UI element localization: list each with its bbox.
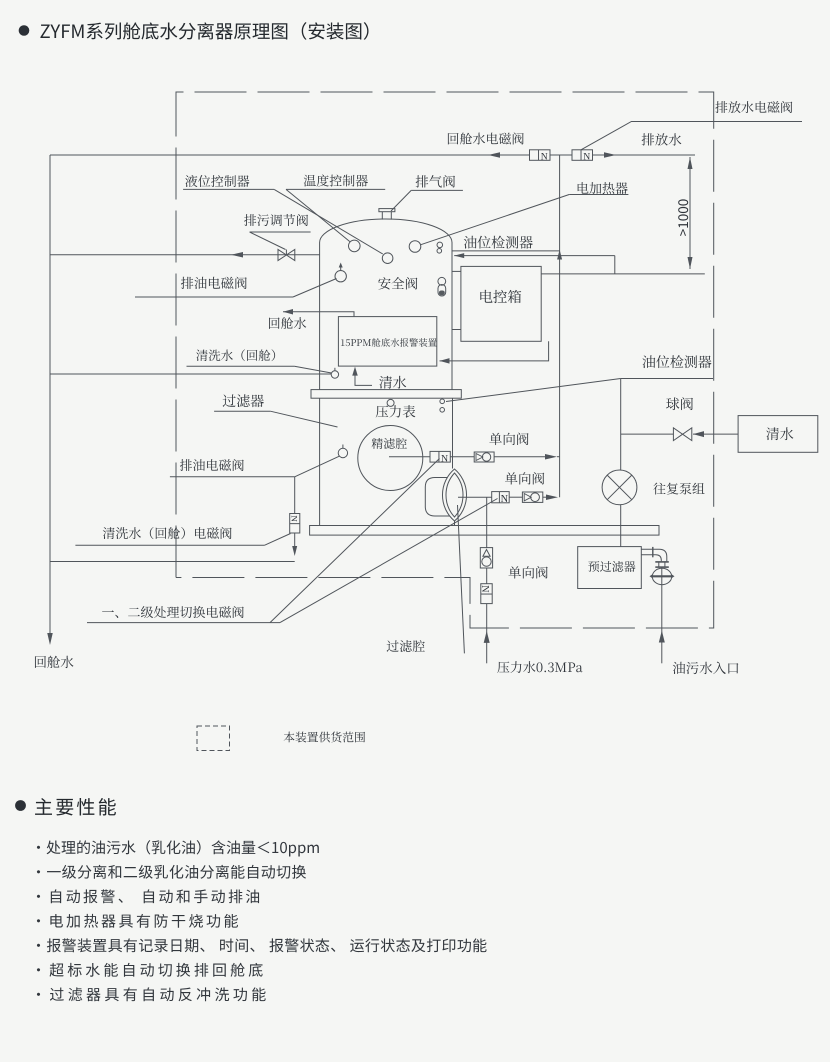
svg-text:单向阀: 单向阀 <box>508 562 549 582</box>
svg-text:·过滤器具有自动反冲洗功能: ·过滤器具有自动反冲洗功能 <box>31 984 270 1005</box>
svg-text:排油电磁阀: 排油电磁阀 <box>181 273 248 292</box>
svg-text:清洗水（回舱）: 清洗水（回舱） <box>196 346 284 364</box>
svg-text:电控箱: 电控箱 <box>478 286 522 307</box>
svg-text:·超标水能自动切换排回舱底: ·超标水能自动切换排回舱底 <box>31 960 266 981</box>
svg-text:·自动报警、 自动和手动排油: ·自动报警、 自动和手动排油 <box>31 886 263 907</box>
svg-text:清洗水（回舱）电磁阀: 清洗水（回舱）电磁阀 <box>102 523 232 542</box>
svg-text:油污水入口: 油污水入口 <box>672 657 740 677</box>
svg-text:N: N <box>288 515 301 522</box>
svg-text:压力水0.3MPa: 压力水0.3MPa <box>497 657 584 676</box>
svg-text:N: N <box>541 149 548 163</box>
svg-text:安全阀: 安全阀 <box>378 273 419 293</box>
svg-text:球阀: 球阀 <box>666 394 694 414</box>
svg-text:排油电磁阀: 排油电磁阀 <box>179 455 244 474</box>
svg-text:本装置供货范围: 本装置供货范围 <box>283 729 366 746</box>
svg-text:温度控制器: 温度控制器 <box>303 171 368 190</box>
svg-text:过滤腔: 过滤腔 <box>386 636 425 655</box>
svg-text:·一级分离和二级乳化油分离能自动切换: ·一级分离和二级乳化油分离能自动切换 <box>31 862 307 883</box>
svg-text:回舱水: 回舱水 <box>33 651 74 671</box>
svg-text:排放水: 排放水 <box>641 129 682 149</box>
svg-text:一、二级处理切换电磁阀: 一、二级处理切换电磁阀 <box>101 602 244 621</box>
svg-text:清水: 清水 <box>379 373 407 393</box>
svg-text:回舱水电磁阀: 回舱水电磁阀 <box>446 129 524 148</box>
svg-text:N: N <box>583 149 590 163</box>
svg-text:>1000: >1000 <box>672 199 692 236</box>
svg-text:N: N <box>501 490 509 505</box>
svg-text:ZYFM系列舱底水分离器原理图（安装图）: ZYFM系列舱底水分离器原理图（安装图） <box>40 18 382 44</box>
svg-text:清水: 清水 <box>766 424 794 444</box>
svg-text:排气阀: 排气阀 <box>415 170 456 190</box>
svg-text:N: N <box>479 585 494 592</box>
svg-text:压力表: 压力表 <box>375 400 416 420</box>
svg-text:预过滤器: 预过滤器 <box>588 558 636 575</box>
svg-text:精滤腔: 精滤腔 <box>371 435 407 452</box>
svg-text:排污调节阀: 排污调节阀 <box>244 210 309 229</box>
svg-text:电加热器: 电加热器 <box>576 178 628 197</box>
svg-text:·报警装置具有记录日期、 时间、 报警状态、 运行状态及打印: ·报警装置具有记录日期、 时间、 报警状态、 运行状态及打印功能 <box>31 935 488 956</box>
svg-text:过滤器: 过滤器 <box>222 391 264 411</box>
svg-text:液位控制器: 液位控制器 <box>185 171 250 190</box>
svg-text:油位检测器: 油位检测器 <box>642 352 712 372</box>
svg-text:油位检测器: 油位检测器 <box>463 232 533 252</box>
svg-text:往复泵组: 往复泵组 <box>653 479 705 498</box>
svg-text:单向阀: 单向阀 <box>489 428 530 448</box>
svg-text:主要性能: 主要性能 <box>34 793 119 820</box>
svg-text:N: N <box>441 450 448 464</box>
svg-text:·处理的油污水（乳化油）含油量＜10ppm: ·处理的油污水（乳化油）含油量＜10ppm <box>31 837 320 858</box>
svg-text:排放水电磁阀: 排放水电磁阀 <box>715 97 793 116</box>
svg-text:单向阀: 单向阀 <box>505 468 546 488</box>
svg-text:15PPM舱底水报警装置: 15PPM舱底水报警装置 <box>340 335 437 349</box>
svg-text:回舱水: 回舱水 <box>268 313 307 332</box>
svg-text:·电加热器具有防干烧功能: ·电加热器具有防干烧功能 <box>31 911 241 932</box>
